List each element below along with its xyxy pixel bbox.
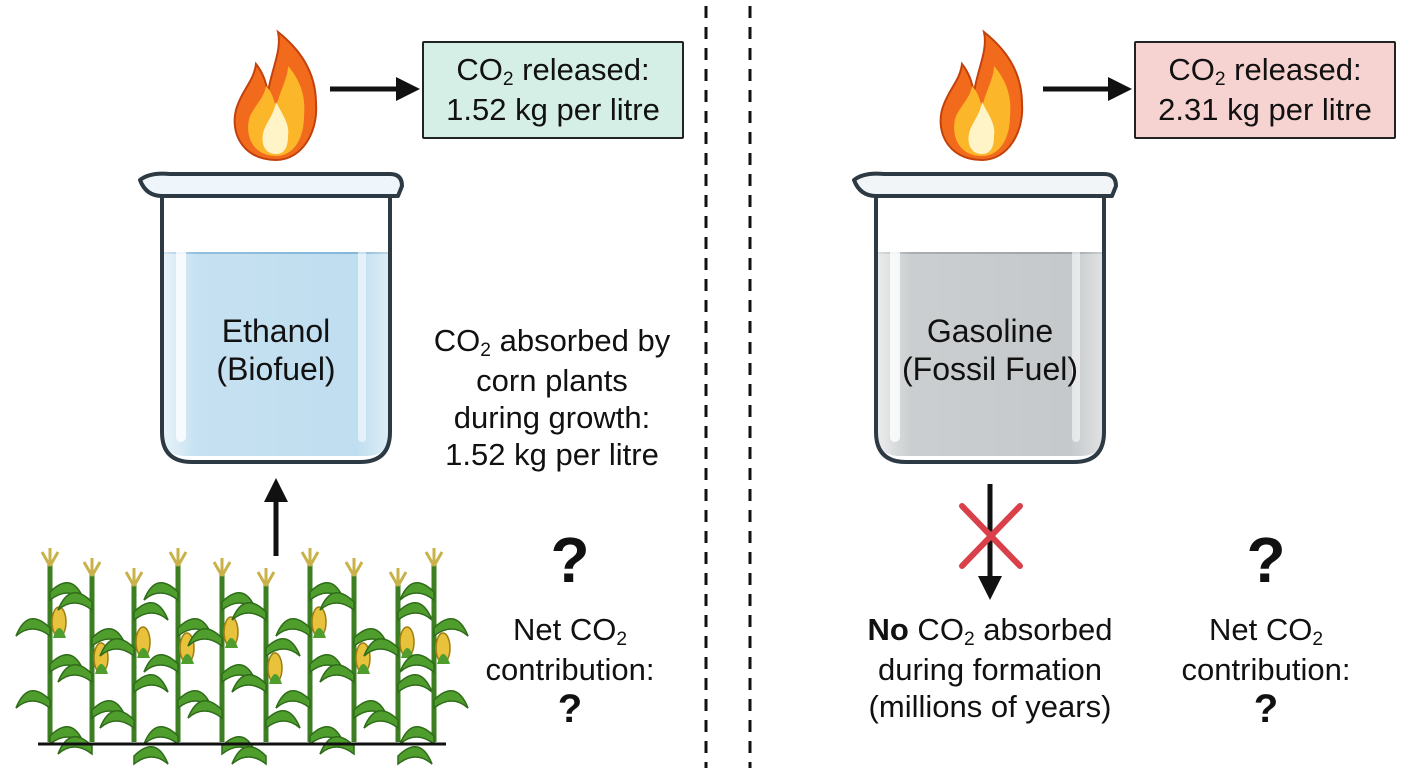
arrow-corn-to-ethanol <box>264 478 288 556</box>
no-co2-absorbed-text: No CO2 absorbed during formation (millio… <box>867 612 1113 725</box>
corn-plant <box>319 558 389 756</box>
co2-released-value: 2.31 kg per litre <box>1158 92 1372 128</box>
corn-plants-illustration <box>15 548 469 766</box>
co2-absorbed-text: CO2 absorbed by corn plants during growt… <box>433 323 671 473</box>
corn-plant <box>99 568 169 766</box>
corn-plant <box>231 568 301 766</box>
corn-plant <box>275 548 345 746</box>
co2-released-value: 1.52 kg per litre <box>446 92 660 128</box>
corn-plant <box>15 548 85 746</box>
co2-released-line-1: CO2 released: <box>456 51 650 90</box>
corn-plant <box>363 568 433 766</box>
net-co2-label-right: Net CO2 contribution: ? <box>1181 612 1351 732</box>
question-mark-big-left: ? <box>550 524 590 596</box>
co2-released-box-gasoline: CO2 released: 2.31 kg per litre <box>1134 41 1396 139</box>
question-mark-big-right: ? <box>1246 524 1286 596</box>
arrow-to-released-left <box>330 77 420 101</box>
beaker-label-ethanol: Ethanol (Biofuel) <box>216 313 336 388</box>
red-cross-icon <box>959 503 1023 569</box>
flame-icon-left <box>233 29 318 162</box>
beaker-ethanol <box>138 171 404 464</box>
arrow-to-released-right <box>1043 77 1132 101</box>
flame-icon-right <box>939 29 1024 162</box>
corn-plant <box>187 558 257 756</box>
co2-released-line-1: CO2 released: <box>1168 51 1362 90</box>
corn-plant <box>143 548 213 746</box>
net-co2-label-left: Net CO2 contribution: ? <box>485 612 655 732</box>
beaker-label-gasoline: Gasoline (Fossil Fuel) <box>901 313 1078 388</box>
corn-plant <box>399 548 469 746</box>
beaker-gasoline <box>852 171 1118 464</box>
co2-released-box-ethanol: CO2 released: 1.52 kg per litre <box>422 41 684 139</box>
